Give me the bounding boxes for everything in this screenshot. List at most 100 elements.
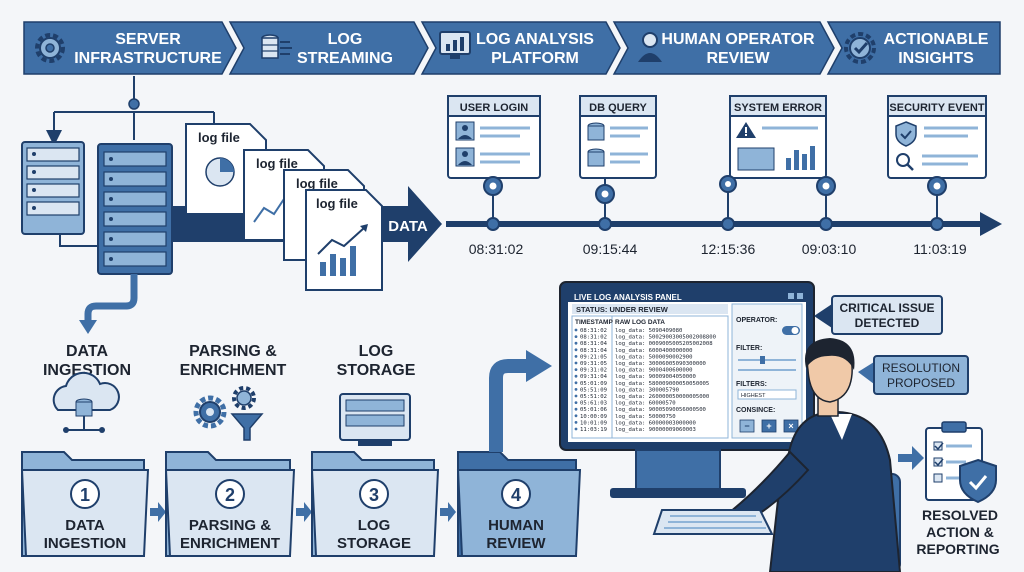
log-streaming: DATA log file log file log file log file [172, 123, 442, 291]
plus-button[interactable] [761, 419, 777, 433]
log-row-marker [574, 341, 578, 345]
critical-issue-callout: CRITICAL ISSUE DETECTED [814, 295, 943, 335]
log-file-1-label: log file [198, 130, 240, 145]
resolution-line1: RESOLUTION [882, 361, 960, 375]
chevron-log-streaming [228, 21, 429, 75]
log-row-marker [574, 407, 578, 411]
log-row-raw: log_data: 50029003005002008800 [615, 335, 716, 341]
close-button[interactable] [783, 419, 799, 433]
log-row-timestamp: 08:31:04 [580, 341, 608, 347]
log-row-raw: log_data: 30006005090300000 [615, 361, 706, 367]
log-row-marker [574, 328, 578, 332]
chevron-server-infrastructure [23, 21, 237, 75]
log-row-marker [574, 421, 578, 424]
log-row-timestamp: 05:01:06 [580, 407, 607, 413]
event-title-security-event: SECURITY EVENT [889, 102, 984, 114]
pipeline-label-2a: LOG [328, 31, 363, 48]
filter-slider-handle[interactable] [760, 356, 765, 364]
folder-label-2a: PARSING & [189, 517, 271, 534]
folders-row: 1 DATA INGESTION 2 PARSING & ENRICHMENT … [20, 350, 582, 557]
log-file-2-label: log file [256, 156, 298, 171]
folder-label-4b: REVIEW [486, 535, 546, 552]
stage-labels: DATA INGESTION PARSING & ENRICHMENT LOG … [43, 343, 416, 446]
timeline-node-1 [486, 217, 500, 231]
database-stream-icon [261, 34, 292, 59]
folder-label-3b: STORAGE [337, 535, 411, 552]
panel-col-raw: RAW LOG DATA [615, 319, 665, 326]
pipeline-label-3b: PLATFORM [491, 50, 579, 67]
log-row-timestamp: 05:61:03 [580, 401, 607, 407]
log-row-raw: log_data: 50000750 [615, 414, 676, 420]
database-icon [587, 122, 605, 167]
minus-button[interactable] [739, 419, 755, 433]
timeline-node-3 [721, 217, 735, 231]
close-button-label: × [788, 421, 793, 431]
stage-label-2a: PARSING & [189, 343, 277, 360]
log-row-raw: log_data: 260000050000005000 [615, 394, 709, 400]
pipeline-label-4a: HUMAN OPERATOR [661, 31, 815, 48]
monitor: LIVE LOG ANALYSIS PANEL STATUS: UNDER RE… [559, 281, 815, 498]
log-row-timestamp: 10:00:09 [580, 414, 607, 420]
log-row-marker [574, 427, 578, 431]
event-card-system-error: SYSTEM ERROR [719, 95, 836, 218]
log-row-raw: log_data: 5000090002900 [615, 354, 692, 360]
stage-label-1b: INGESTION [43, 362, 131, 379]
folder-label-4a: HUMAN [488, 517, 544, 534]
log-row-marker [574, 355, 578, 358]
event-card-user-login: USER LOGIN [447, 95, 541, 218]
pipeline-label-3a: LOG ANALYSIS [476, 31, 594, 48]
panel-filter-label: FILTER: [736, 345, 762, 352]
event-card-security-event: SECURITY EVENT [887, 95, 987, 218]
human-operator [652, 338, 902, 572]
log-row-raw: log_data: 9000400600000 [615, 368, 692, 374]
cloud-database-icon [52, 371, 120, 433]
chevron-human-operator-review [612, 21, 835, 75]
log-row-timestamp: 05:01:09 [580, 381, 607, 387]
log-row-timestamp: 11:03:19 [580, 427, 607, 433]
event-card-db-query: DB QUERY [579, 95, 657, 218]
folder-data-ingestion: 1 DATA INGESTION [20, 451, 150, 557]
timeline-node-4 [819, 217, 833, 231]
monitor-chart-icon [439, 31, 471, 59]
log-row-marker [574, 381, 578, 385]
log-row-timestamp: 09:31:02 [580, 368, 607, 374]
event-title-db-query: DB QUERY [589, 102, 647, 114]
pipeline-label-5a: ACTIONABLE [884, 31, 989, 48]
resolved-line3: REPORTING [916, 541, 999, 557]
critical-issue-line1: CRITICAL ISSUE [839, 301, 934, 315]
resolution-callout: RESOLUTION PROPOSED [858, 355, 969, 395]
server-rack-small [21, 141, 85, 235]
timestamp-3: 12:15:36 [701, 241, 756, 257]
log-file-3-label: log file [296, 176, 338, 191]
log-row-raw: log_data: 300005790 [615, 387, 679, 393]
filters-select[interactable] [737, 389, 797, 400]
log-row-marker [574, 414, 578, 418]
log-row-timestamp: 10:01:09 [580, 420, 607, 426]
log-row-marker [574, 374, 578, 378]
log-row-timestamp: 08:31:04 [580, 348, 608, 354]
folder-log-storage: 3 LOG STORAGE [310, 451, 440, 557]
resolution-line2: PROPOSED [887, 376, 955, 390]
log-row-marker [574, 348, 578, 352]
folder-number-4: 4 [511, 485, 521, 505]
stage-label-1a: DATA [66, 343, 109, 360]
log-file-4: log file [305, 189, 383, 291]
folder-label-3a: LOG [358, 517, 391, 534]
panel-operator-label: OPERATOR: [736, 317, 777, 324]
panel-console-label: CONSINCE: [736, 407, 775, 414]
resolved-clipboard [925, 421, 997, 504]
chevron-actionable-insights [826, 21, 1001, 75]
log-row-raw: log_data: 580009000050050005 [615, 381, 709, 387]
resolved-line2: ACTION & [926, 524, 994, 540]
log-row-timestamp: 09:21:05 [580, 354, 607, 360]
pipeline-bar: SERVER INFRASTRUCTURE LOG STREAMING LOG … [23, 21, 1001, 75]
timestamp-4: 09:03:10 [802, 241, 857, 257]
storage-server-icon [339, 393, 411, 446]
log-row-raw: log_data: 90000009060003 [615, 427, 696, 433]
stage-label-3b: STORAGE [337, 362, 416, 379]
log-row-raw: log_data: 60000003000000 [615, 420, 696, 426]
timestamp-5: 11:03:19 [913, 241, 967, 257]
log-row-timestamp: 05:51:09 [580, 387, 607, 393]
log-row-marker [574, 335, 578, 338]
